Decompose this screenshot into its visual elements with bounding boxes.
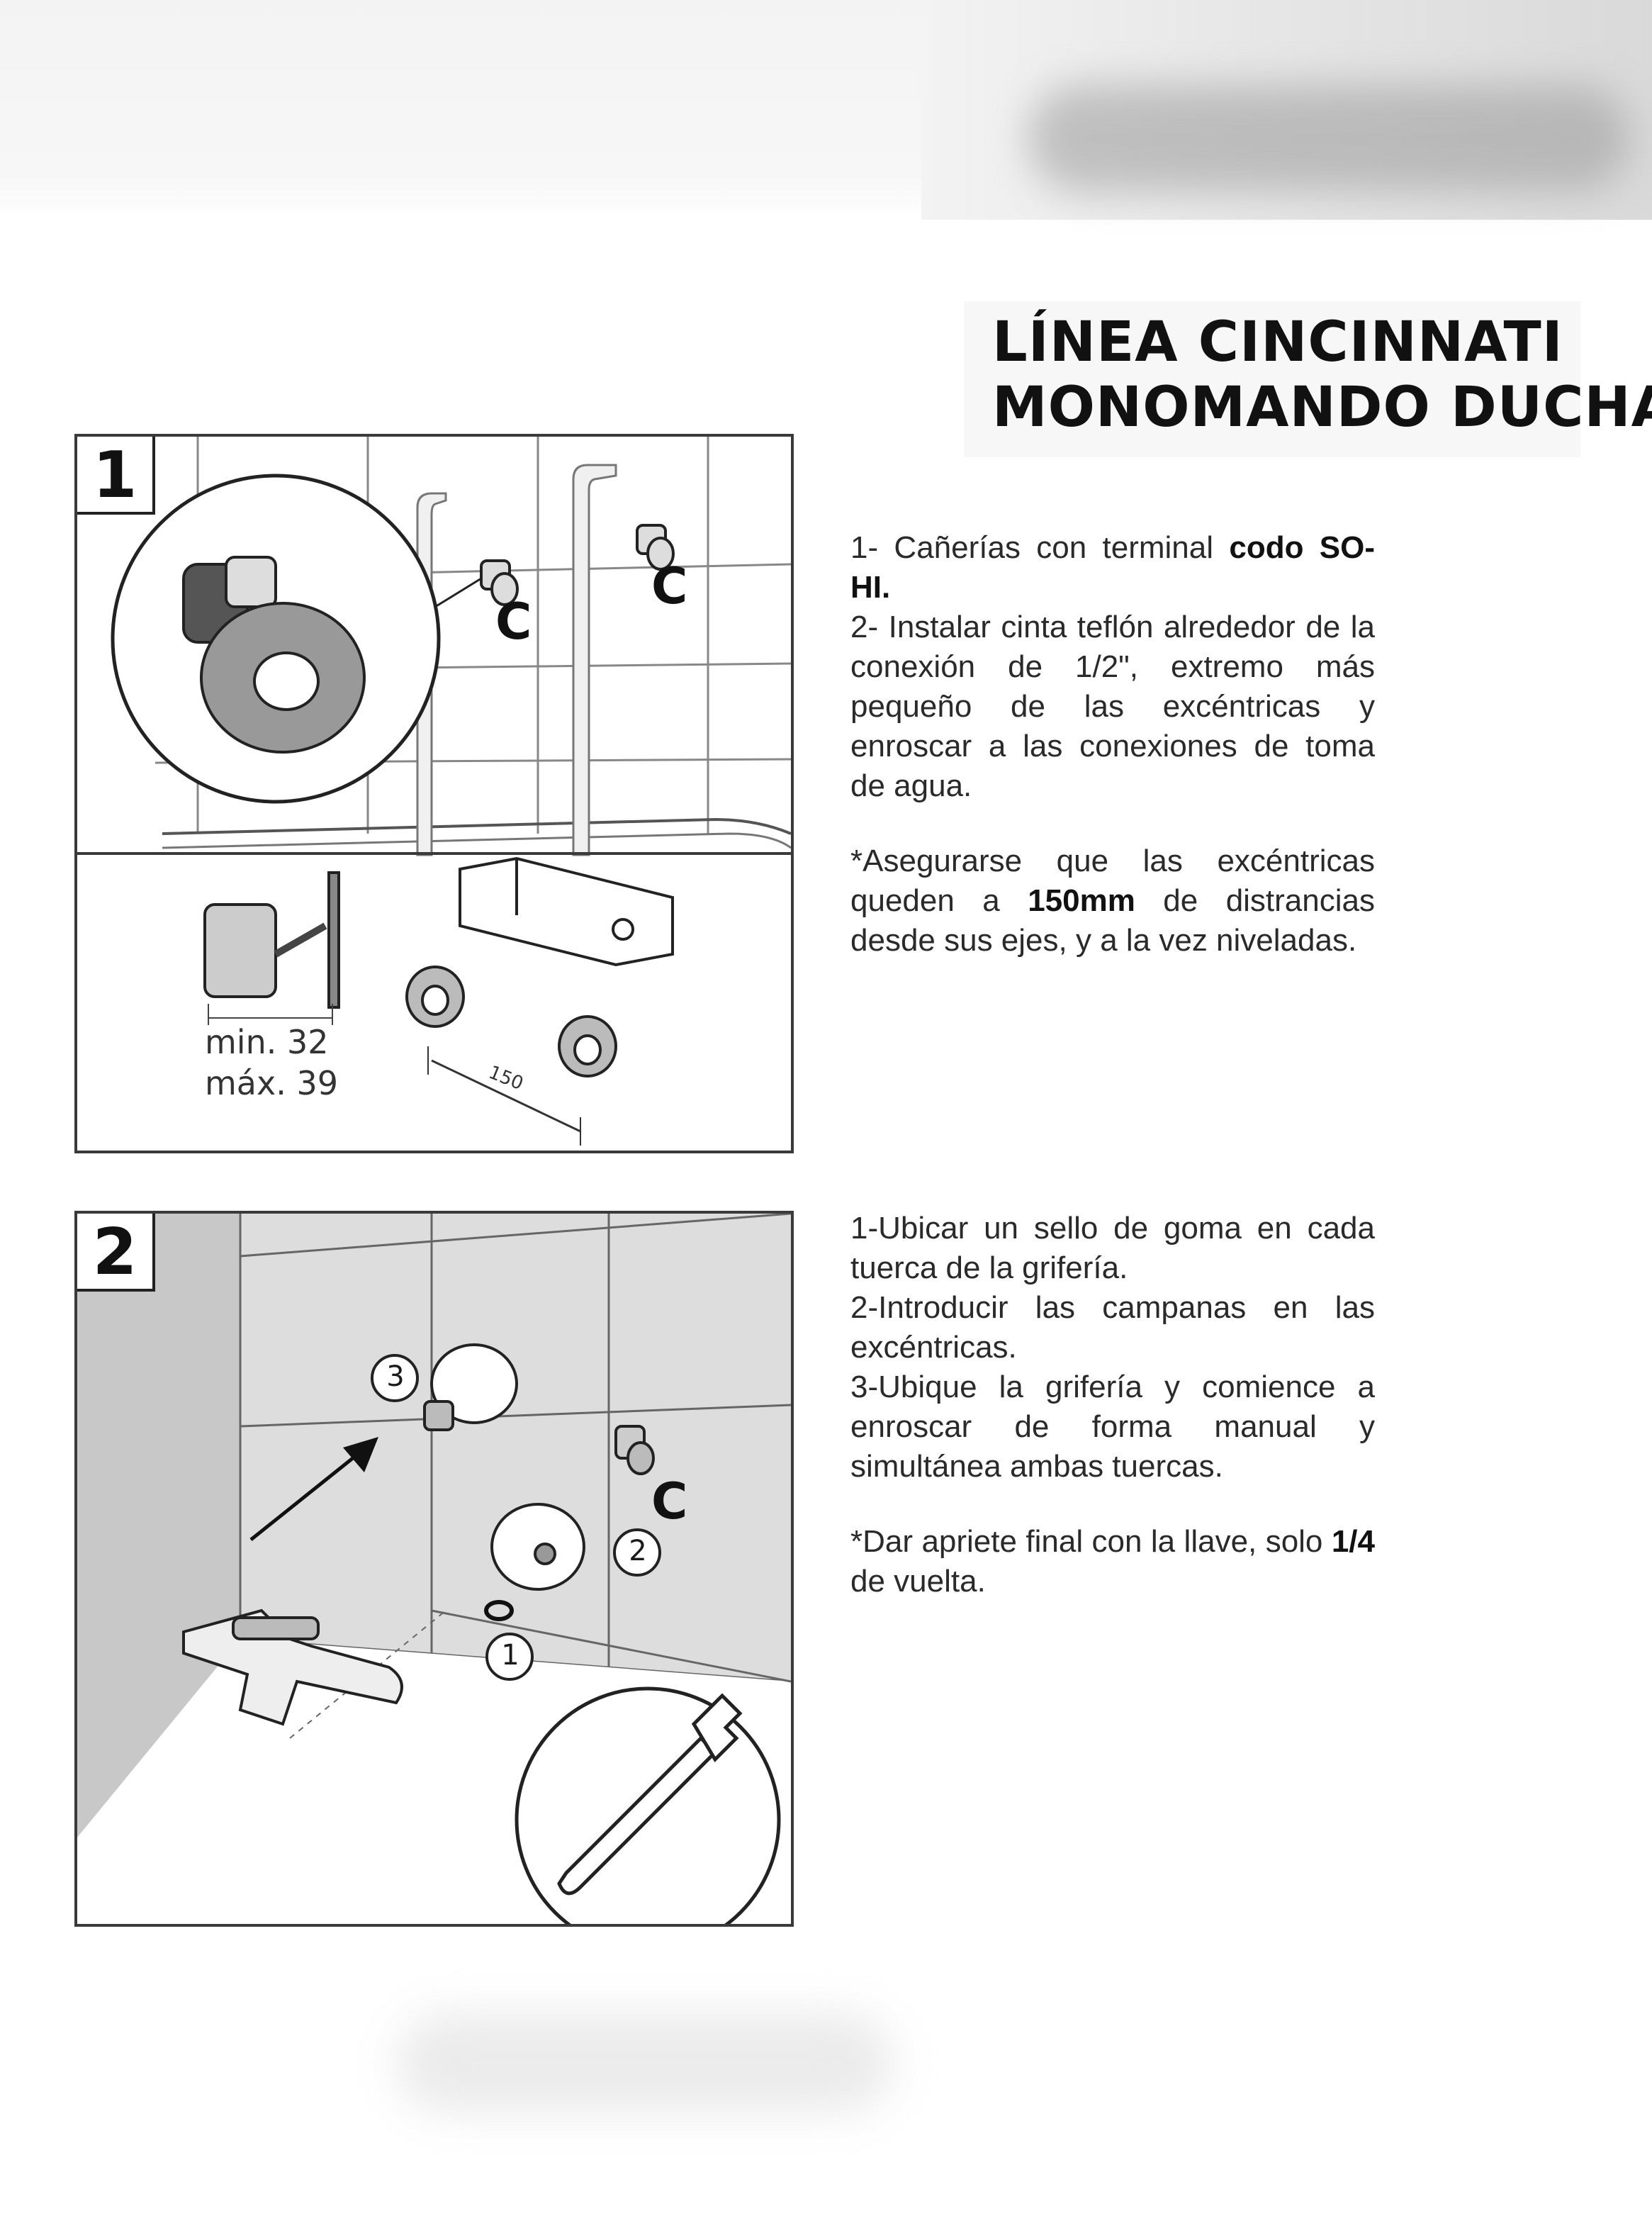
callout-3: 3 [386,1360,405,1393]
title-line-1: LÍNEA CINCINNATI [992,310,1563,374]
step-1-line-1: 1- Cañerías con terminal codo SO-HI. [850,530,1375,605]
title-line-2: MONOMANDO DUCHA [992,376,1652,440]
svg-text:C: C [651,1472,687,1530]
blurred-background-bottom [397,2013,893,2112]
step-2-drawing: C [77,1214,791,1924]
step-1-number: 1 [77,437,155,515]
step-2-line-2: 2-Introducir las campanas en las excéntr… [850,1290,1375,1365]
step-1-drawing: C C [77,437,791,1146]
blurred-background-top-right [921,0,1652,220]
blurred-background-top [0,0,921,220]
svg-text:C: C [651,557,687,615]
step-2-line-1: 1-Ubicar un sello de goma en cada tuerca… [850,1211,1375,1285]
step-1-note: *Asegurarse que las excéntricas queden a… [850,844,1375,958]
step-1-line-2: 2- Instalar cinta teflón alrededor de la… [850,610,1375,803]
step-2-note: *Dar apriete final con la llave, solo 1/… [850,1524,1375,1599]
title-box [964,301,1580,457]
callout-1: 1 [501,1639,519,1672]
dimension-max: máx. 39 [205,1064,338,1102]
step-1-instructions: 1- Cañerías con terminal codo SO-HI. 2- … [850,528,1375,961]
step-1-illustration: C C [74,434,794,1153]
step-2-line-3: 3-Ubique la grifería y comience a enrosc… [850,1370,1375,1484]
step-2-illustration: C 2 3 2 1 [74,1211,794,1927]
dimension-min: min. 32 [205,1023,329,1061]
callout-2: 2 [629,1535,647,1567]
svg-text:C: C [495,593,532,651]
step-2-number: 2 [77,1214,155,1292]
step-2-instructions: 1-Ubicar un sello de goma en cada tuerca… [850,1209,1375,1601]
